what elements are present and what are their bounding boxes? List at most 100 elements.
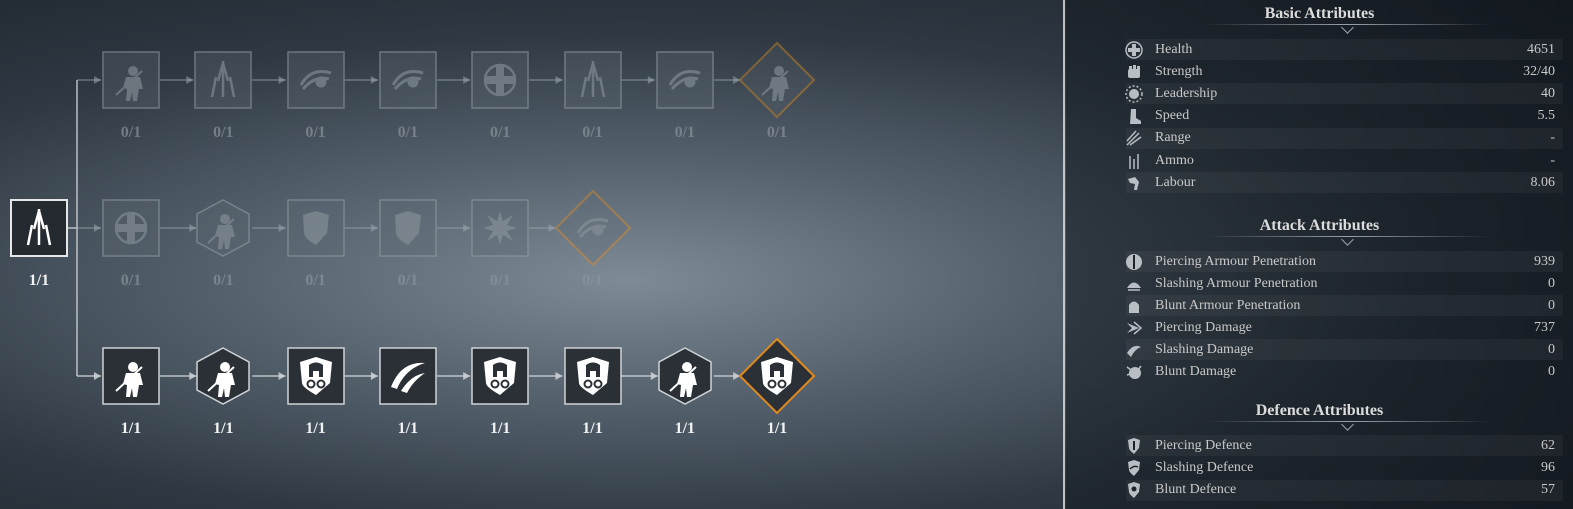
skill-node-row2-6[interactable] <box>554 189 631 267</box>
skill-count: 0/1 <box>120 272 142 289</box>
attribute-row: Blunt Armour Penetration 0 <box>1126 295 1563 317</box>
skill-node-row1-7[interactable] <box>656 51 714 109</box>
medical-cross-icon <box>102 199 160 257</box>
connector-arrowhead <box>548 224 556 232</box>
spear-tip-icon <box>563 51 622 109</box>
skill-node-root[interactable] <box>10 199 68 257</box>
connector-arrowhead <box>555 76 563 84</box>
attribute-name: Blunt Damage <box>1155 364 1237 379</box>
skill-node-row3-5[interactable] <box>471 347 529 405</box>
swirl-eye-icon <box>286 51 345 109</box>
health-cross-icon <box>1124 40 1144 60</box>
skill-node-row3-4[interactable] <box>379 347 437 405</box>
attribute-row: Speed 5.5 <box>1126 106 1563 127</box>
arrows-icon <box>1129 153 1139 169</box>
connector-arrowhead <box>650 372 658 380</box>
section-divider <box>1206 24 1491 25</box>
connector-arrowhead <box>94 372 101 380</box>
spartan-shield-icon <box>563 347 622 405</box>
attribute-row: Piercing Armour Penetration 939 <box>1126 251 1563 272</box>
unit-skill-tree: 1/1 0/1 0/1 0/1 0/1 0/1 0/1 0/1 0/1 0/1 … <box>10 41 816 437</box>
skill-count: 0/1 <box>397 272 419 289</box>
boot-icon <box>1130 109 1141 125</box>
slashing-damage-icon <box>1124 340 1144 360</box>
attribute-row: Piercing Damage 737 <box>1126 317 1563 338</box>
skill-node-row1-6[interactable] <box>563 51 622 109</box>
skill-node-row3-6[interactable] <box>563 347 622 405</box>
skill-count: 0/1 <box>213 124 234 141</box>
connector-arrowhead <box>733 76 741 84</box>
piercing-damage-icon <box>1127 321 1143 335</box>
skill-node-row2-1[interactable] <box>102 199 160 257</box>
section-title: Defence Attributes <box>1255 402 1384 419</box>
skill-count: 1/1 <box>120 420 142 437</box>
section-divider <box>1206 236 1491 237</box>
skill-node-row1-5[interactable] <box>471 51 529 109</box>
skill-tree-connectors <box>68 76 741 380</box>
attribute-name: Blunt Armour Penetration <box>1155 297 1301 313</box>
fist-icon <box>1128 64 1140 78</box>
section-divider <box>1206 421 1491 422</box>
skill-count: 0/1 <box>674 124 696 141</box>
panel-divider <box>1063 0 1065 509</box>
skill-node-row2-2[interactable] <box>194 199 252 257</box>
section-title: Basic Attributes <box>1264 5 1375 22</box>
skill-node-row1-1[interactable] <box>102 51 160 109</box>
attribute-name: Leadership <box>1155 85 1218 101</box>
attribute-row: Leadership 40 <box>1124 83 1563 105</box>
fist-icon <box>1124 62 1144 82</box>
arrows-icon <box>1124 151 1144 171</box>
attribute-value: - <box>1550 152 1555 168</box>
skill-node-row3-1[interactable] <box>102 347 160 405</box>
skill-node-row2-3[interactable] <box>286 199 345 257</box>
skill-node-row3-7[interactable] <box>656 347 714 405</box>
swirl-eye-icon <box>554 189 631 267</box>
range-lines-icon <box>1126 130 1142 146</box>
piercing-damage-icon <box>1124 318 1144 338</box>
skill-node-row1-8[interactable] <box>738 41 816 119</box>
attribute-value: 8.06 <box>1530 174 1556 190</box>
attribute-value: 737 <box>1534 319 1555 335</box>
skill-node-row1-4[interactable] <box>379 51 437 109</box>
skill-node-row3-8[interactable] <box>738 337 816 415</box>
attribute-row: Range - <box>1126 127 1563 149</box>
attribute-name: Range <box>1155 130 1191 146</box>
slashing-defence-icon <box>1124 458 1144 478</box>
skill-node-row1-3[interactable] <box>286 51 345 109</box>
connector-arrowhead <box>463 224 471 232</box>
labour-icon <box>1124 173 1144 193</box>
skill-node-row2-4[interactable] <box>379 199 437 257</box>
gear-sun-icon <box>1124 84 1144 104</box>
attribute-value: 57 <box>1541 482 1555 498</box>
attribute-name: Speed <box>1155 108 1190 124</box>
attribute-value: 5.5 <box>1537 108 1556 124</box>
connector-arrowhead <box>278 76 286 84</box>
attribute-value: 0 <box>1548 275 1555 291</box>
boot-icon <box>1124 106 1144 126</box>
attribute-name: Slashing Armour Penetration <box>1155 275 1318 291</box>
attribute-row: Blunt Defence 57 <box>1126 479 1563 501</box>
attribute-value: 0 <box>1548 364 1555 379</box>
attribute-name: Strength <box>1155 63 1203 79</box>
attribute-name: Piercing Damage <box>1155 319 1252 335</box>
skill-node-row1-2[interactable] <box>194 51 253 109</box>
attribute-row: Strength 32/40 <box>1126 61 1563 82</box>
connector-arrowhead <box>555 372 563 380</box>
attribute-name: Slashing Damage <box>1155 341 1254 357</box>
connector-arrowhead <box>370 372 378 380</box>
skill-node-row3-3[interactable] <box>286 347 345 405</box>
attribute-row: Slashing Armour Penetration 0 <box>1126 273 1563 294</box>
skill-node-row3-2[interactable] <box>194 347 252 405</box>
connector-arrowhead <box>370 76 378 84</box>
skill-node-row2-5[interactable] <box>471 199 529 257</box>
skill-count: 0/1 <box>582 272 603 289</box>
piercing-defence-icon <box>1128 437 1140 454</box>
crescent-slash-icon <box>379 347 437 405</box>
attributes-panel: Basic Attributes Health 4651 Strength 32… <box>1066 0 1573 509</box>
connector-arrowhead <box>94 224 101 232</box>
swirl-eye-icon <box>656 51 714 109</box>
connector-arrowhead <box>186 76 194 84</box>
attribute-row: Health 4651 <box>1124 39 1563 60</box>
skill-count: 0/1 <box>582 124 603 141</box>
connector-arrowhead <box>463 372 471 380</box>
